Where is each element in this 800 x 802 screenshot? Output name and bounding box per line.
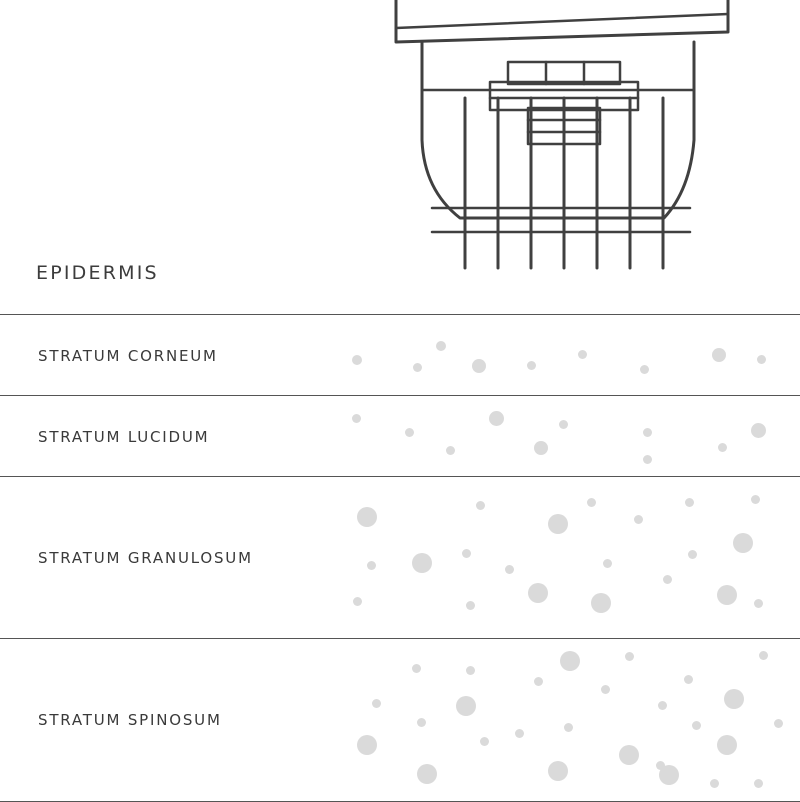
particle: [718, 443, 727, 452]
particle: [476, 501, 485, 510]
particle: [412, 664, 421, 673]
particle: [688, 550, 697, 559]
particle: [436, 341, 446, 351]
particle: [751, 495, 760, 504]
particle: [480, 737, 489, 746]
particle: [559, 420, 568, 429]
particle: [352, 355, 362, 365]
particle: [413, 363, 422, 372]
particle: [643, 428, 652, 437]
particle: [353, 597, 362, 606]
particle: [759, 651, 768, 660]
particle: [751, 423, 766, 438]
particle: [466, 666, 475, 675]
particle: [625, 652, 634, 661]
particle: [357, 735, 377, 755]
microneedle-roller-icon: [394, 0, 730, 270]
particle: [412, 553, 432, 573]
particle: [712, 348, 726, 362]
particle: [656, 761, 665, 770]
particle: [578, 350, 587, 359]
particle: [710, 779, 719, 788]
layer-stratum-spinosum: STRATUM SPINOSUM: [0, 638, 800, 802]
particle: [587, 498, 596, 507]
particle: [405, 428, 414, 437]
particle: [456, 696, 476, 716]
particle: [659, 765, 679, 785]
particle: [619, 745, 639, 765]
particle: [515, 729, 524, 738]
particle: [472, 359, 486, 373]
particle: [446, 446, 455, 455]
particle: [774, 719, 783, 728]
particle: [684, 675, 693, 684]
particle: [462, 549, 471, 558]
diagram-title: EPIDERMIS: [36, 262, 159, 284]
particle: [591, 593, 611, 613]
particle: [417, 718, 426, 727]
particle: [367, 561, 376, 570]
layer-stratum-corneum: STRATUM CORNEUM: [0, 314, 800, 396]
particle: [603, 559, 612, 568]
layer-label: STRATUM GRANULOSUM: [38, 549, 253, 567]
particle: [643, 455, 652, 464]
particle: [757, 355, 766, 364]
particle: [640, 365, 649, 374]
particle: [548, 514, 568, 534]
particle: [564, 723, 573, 732]
particle: [528, 583, 548, 603]
particle: [754, 779, 763, 788]
layer-label: STRATUM LUCIDUM: [38, 428, 210, 446]
particle: [658, 701, 667, 710]
particle: [372, 699, 381, 708]
particle: [717, 735, 737, 755]
particle: [733, 533, 753, 553]
particle: [754, 599, 763, 608]
layer-label: STRATUM CORNEUM: [38, 347, 218, 365]
layer-stratum-granulosum: STRATUM GRANULOSUM: [0, 476, 800, 639]
particle: [634, 515, 643, 524]
layer-label: STRATUM SPINOSUM: [38, 711, 222, 729]
particle: [357, 507, 377, 527]
particle: [601, 685, 610, 694]
particle: [560, 651, 580, 671]
particle: [352, 414, 361, 423]
particle: [724, 689, 744, 709]
particle: [717, 585, 737, 605]
particle: [489, 411, 504, 426]
particle: [466, 601, 475, 610]
particle: [548, 761, 568, 781]
particle: [685, 498, 694, 507]
particle: [527, 361, 536, 370]
particle: [534, 677, 543, 686]
particle: [505, 565, 514, 574]
particle: [692, 721, 701, 730]
layer-stratum-lucidum: STRATUM LUCIDUM: [0, 395, 800, 477]
particle: [534, 441, 548, 455]
particle: [417, 764, 437, 784]
particle: [663, 575, 672, 584]
